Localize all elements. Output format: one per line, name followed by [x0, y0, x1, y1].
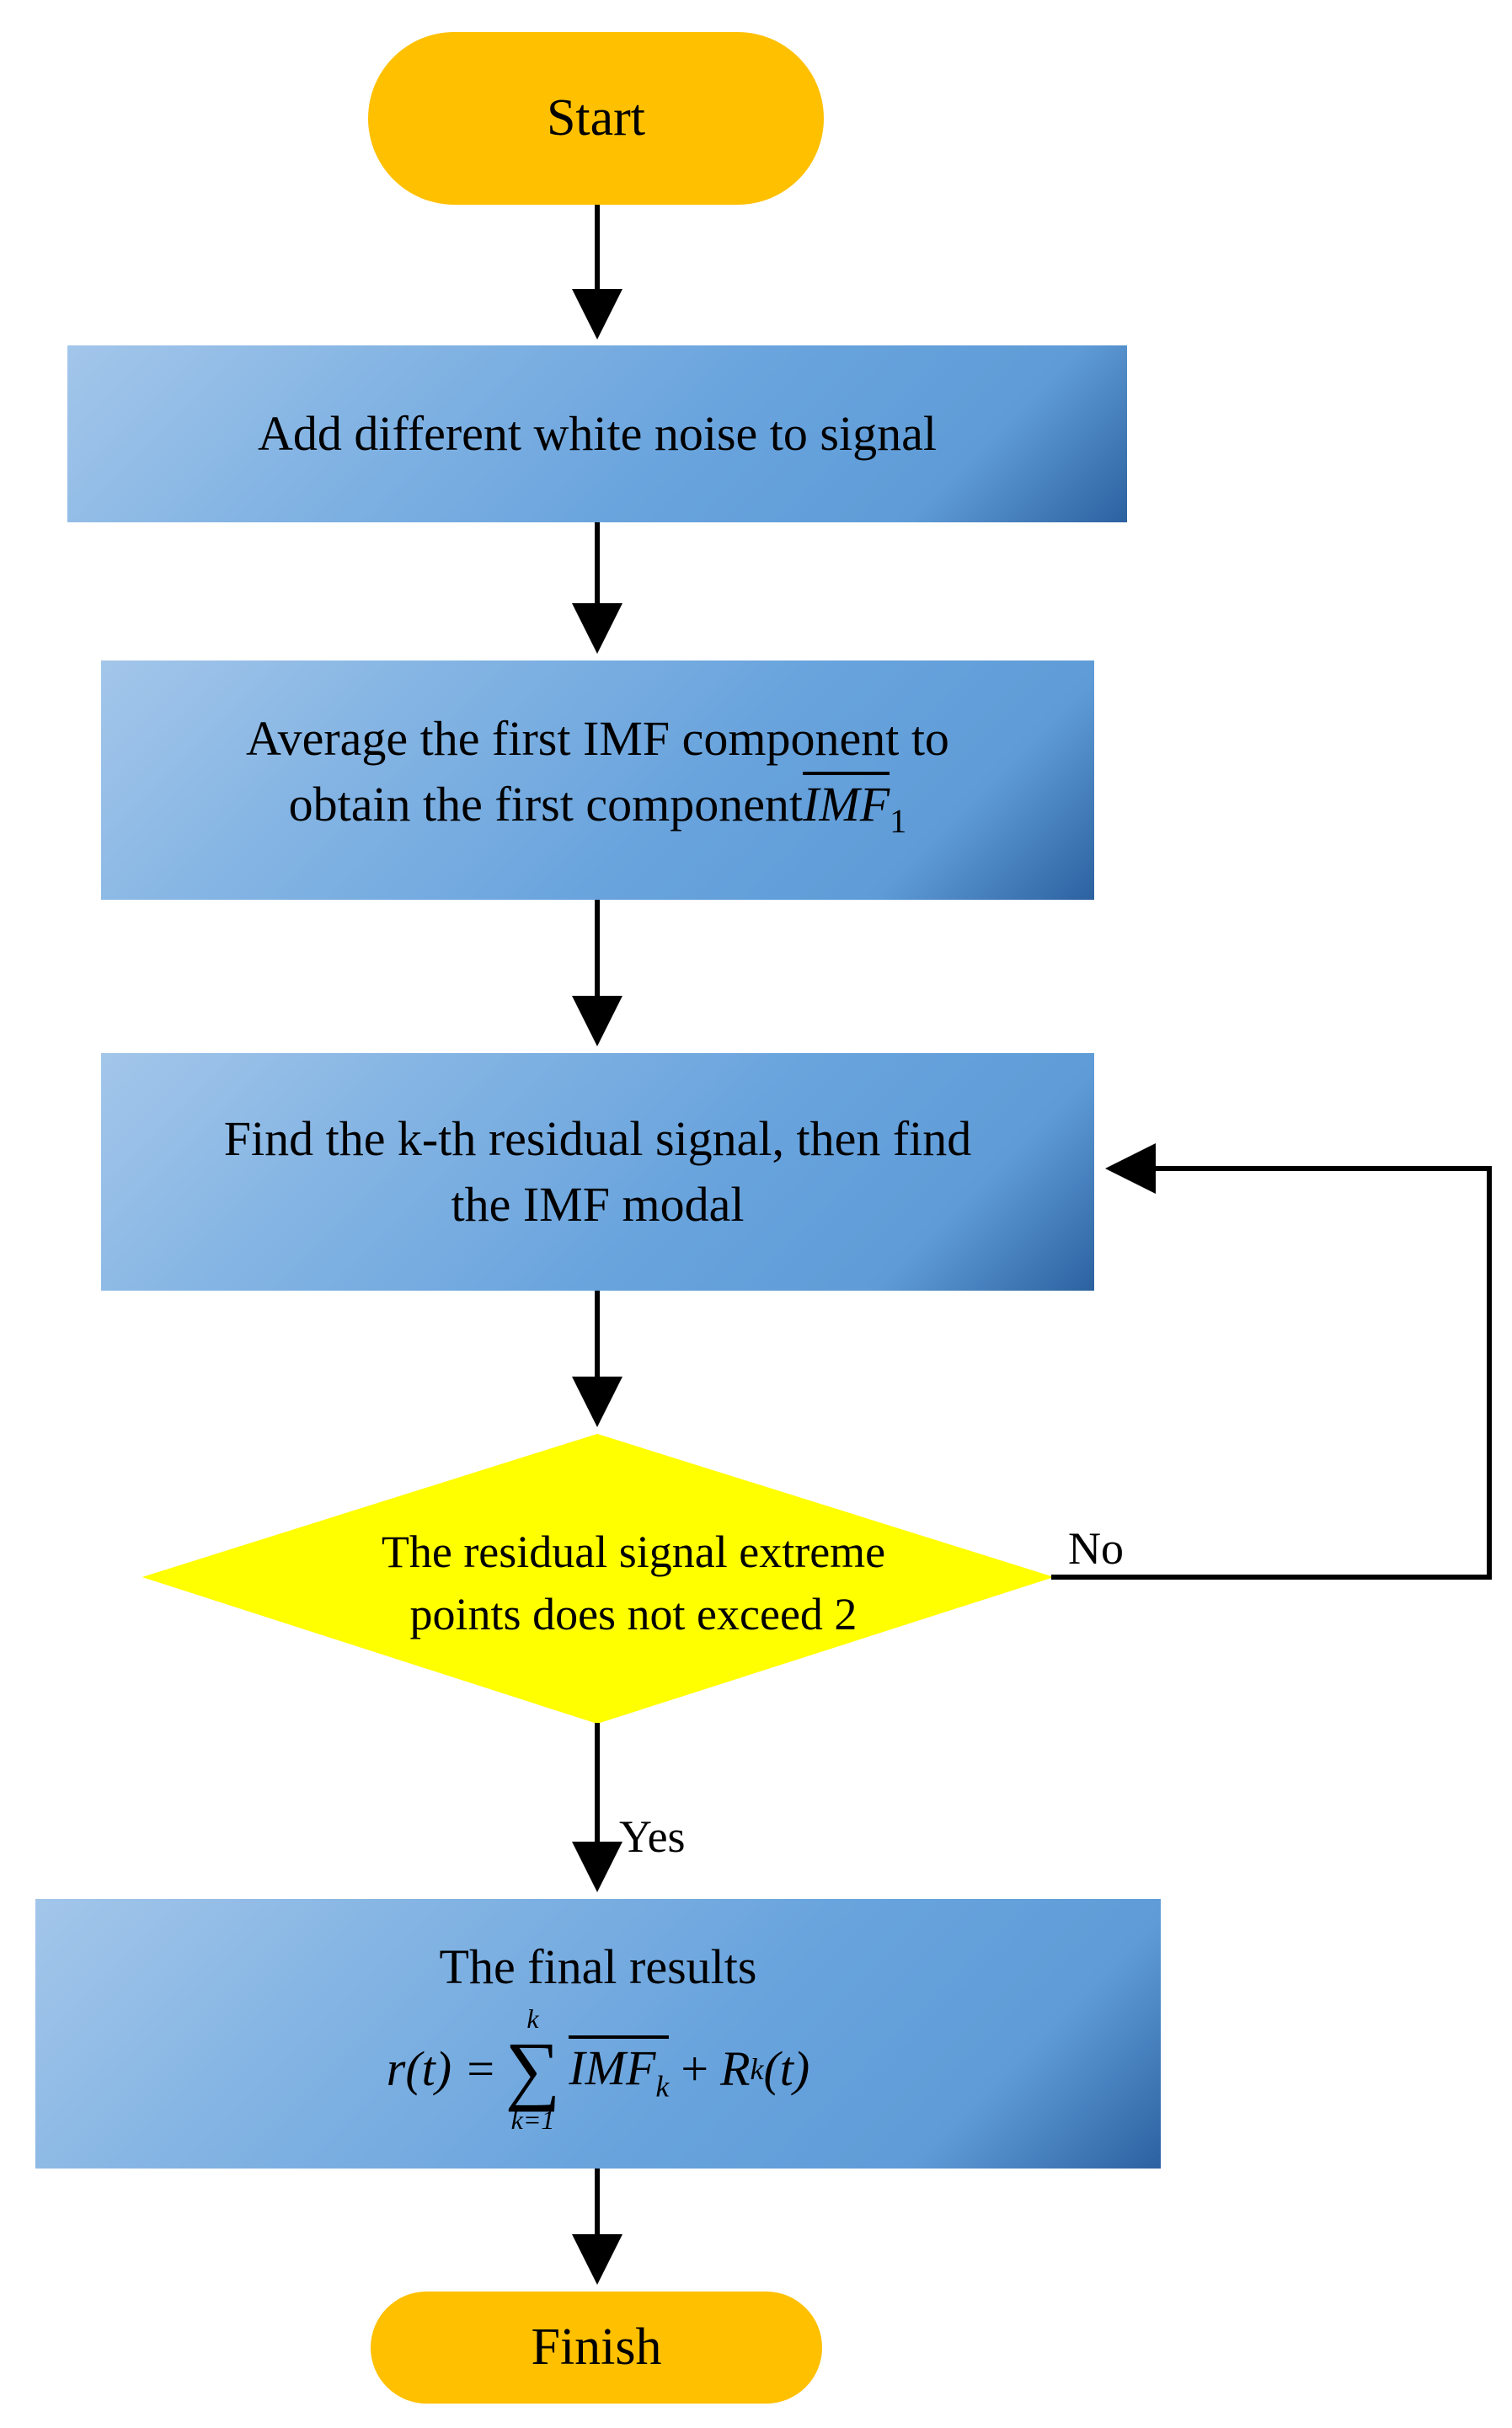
formula-term-symbol: IMFk	[569, 2035, 670, 2102]
step2-line2-prefix: obtain the first component	[288, 776, 804, 832]
formula-sum-upper: k	[526, 2003, 539, 2034]
step2-symbol-sub: 1	[890, 802, 907, 841]
step2-symbol: IMF	[803, 771, 890, 832]
arrow-no-loop	[1051, 1143, 1492, 1580]
formula-residual-arg: (t)	[763, 2041, 810, 2096]
process-add-noise: Add different white noise to signal	[67, 345, 1127, 522]
process-final-results: The final results r(t) = k ∑ k=1 IMFk + …	[35, 1899, 1161, 2169]
step2-line2: obtain the first componentIMF1	[288, 771, 907, 854]
step3-line1: Find the k-th residual signal, then find	[223, 1111, 972, 1166]
step2-line1: Average the first IMF component to	[246, 710, 949, 766]
decision-line2: points does not exceed 2	[409, 1589, 858, 1639]
decision-text: The residual signal extreme points does …	[297, 1521, 970, 1645]
process-average-imf: Average the first IMF component to obtai…	[101, 660, 1094, 900]
finish-terminal: Finish	[371, 2292, 822, 2404]
formula-sigma: ∑	[505, 2026, 561, 2112]
formula-lhs: r(t) =	[386, 2041, 497, 2096]
step3-line2: the IMF modal	[451, 1177, 745, 1232]
formula-term-sub: k	[655, 2069, 670, 2104]
finish-label: Finish	[531, 2318, 662, 2376]
formula-residual-sub: k	[750, 2052, 764, 2086]
step1-text: Add different white noise to signal	[258, 406, 937, 461]
formula-sum-lower: k=1	[510, 2104, 555, 2135]
decision-line1: The residual signal extreme	[381, 1527, 886, 1577]
formula-term: IMFk	[569, 2035, 670, 2103]
process-residual-signal: Find the k-th residual signal, then find…	[101, 1053, 1094, 1291]
formula-sum: k ∑ k=1	[505, 2005, 561, 2133]
no-label: No	[1068, 1523, 1124, 1574]
yes-label: Yes	[619, 1811, 686, 1862]
formula-residual: R	[720, 2041, 751, 2096]
formula-term-text: IMF	[569, 2040, 656, 2095]
result-title: The final results	[439, 1939, 757, 1994]
formula-plus: +	[681, 2041, 709, 2096]
start-terminal: Start	[368, 32, 824, 205]
start-label: Start	[546, 89, 646, 147]
